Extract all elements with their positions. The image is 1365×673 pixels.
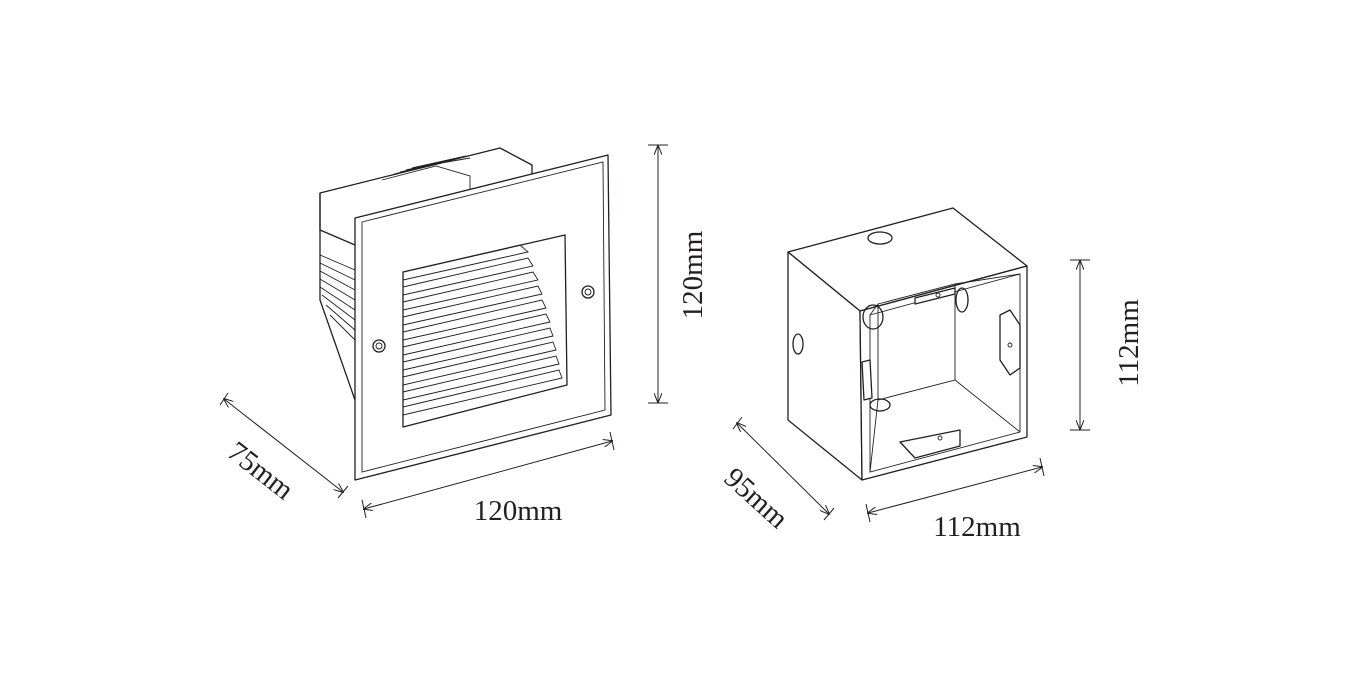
bracket-bottom bbox=[899, 429, 961, 459]
screw-right-icon bbox=[581, 285, 595, 299]
fixture-height-label: 120mm bbox=[677, 230, 709, 319]
fixture-height-dimension: 120mm bbox=[648, 144, 709, 404]
knockout-side-icon bbox=[792, 333, 804, 355]
heatsink-side-fins bbox=[319, 254, 356, 341]
fixture-depth-label: 75mm bbox=[221, 435, 299, 506]
box-open-front bbox=[859, 265, 1028, 481]
fixture-depth-dimension: 75mm bbox=[219, 392, 349, 507]
heatsink-top-fins bbox=[381, 155, 471, 190]
step-light-fixture bbox=[319, 147, 612, 481]
box-height-label: 112mm bbox=[1113, 299, 1145, 387]
box-width-label: 112mm bbox=[933, 511, 1021, 543]
fixture-width-dimension: 120mm bbox=[361, 431, 615, 527]
mounting-box bbox=[787, 207, 1028, 481]
knockout-top-icon bbox=[867, 231, 893, 245]
screw-left-icon bbox=[372, 339, 386, 353]
fixture-width-label: 120mm bbox=[474, 495, 563, 527]
bracket-left bbox=[861, 359, 873, 401]
bracket-right bbox=[999, 309, 1021, 376]
bracket-top bbox=[914, 287, 956, 305]
box-height-dimension: 112mm bbox=[1070, 259, 1145, 431]
louvers bbox=[402, 244, 563, 416]
box-width-dimension: 112mm bbox=[865, 457, 1045, 543]
box-depth-label: 95mm bbox=[718, 462, 795, 536]
